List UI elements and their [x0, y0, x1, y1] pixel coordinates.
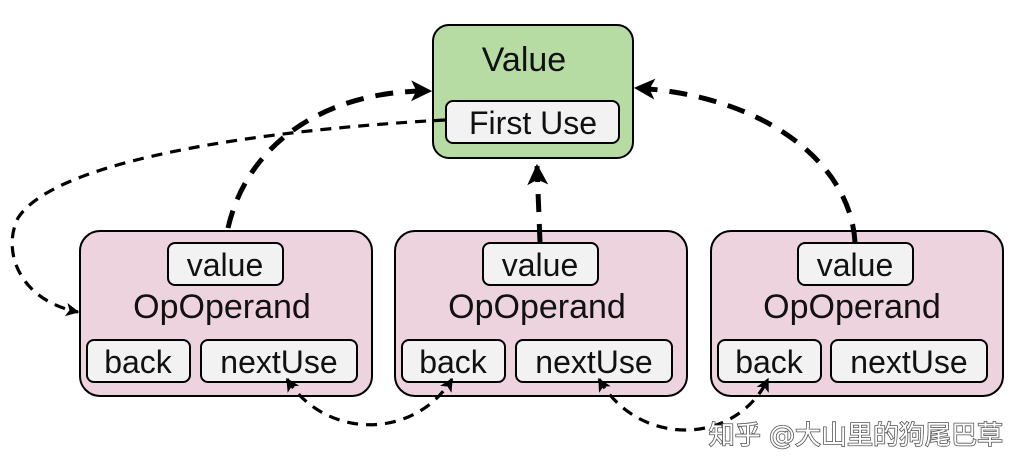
op-operand-node-3: value OpOperand back nextUse — [710, 230, 1004, 397]
arrow-operand1-value-to-value — [225, 80, 433, 229]
arrow-first-use-to-operand1-back — [10, 118, 446, 317]
value-node-title: Value — [482, 41, 566, 79]
back-field-box-2 — [401, 339, 506, 383]
value-field-2: value — [502, 247, 579, 283]
next-use-field-2: nextUse — [535, 344, 652, 380]
back-field-box-3 — [717, 339, 822, 383]
arrow-operand2-next-operand3-back — [597, 377, 770, 432]
value-field-box-3 — [797, 242, 914, 286]
op-operand-title-3: OpOperand — [763, 288, 941, 326]
next-use-field-box-3 — [830, 339, 988, 383]
op-operand-node-1: value OpOperand back nextUse — [79, 230, 373, 397]
next-use-field-box-2 — [515, 339, 673, 383]
next-use-field-box-1 — [200, 339, 358, 383]
back-field-box-1 — [86, 339, 191, 383]
next-use-field-3: nextUse — [850, 344, 967, 380]
next-use-field-1: nextUse — [220, 344, 337, 380]
arrow-operand2-value-to-value — [527, 163, 549, 243]
value-field-1: value — [187, 247, 264, 283]
value-field-3: value — [817, 247, 894, 283]
arrow-operand3-value-to-value — [633, 78, 858, 243]
op-operand-title-1: OpOperand — [133, 288, 311, 326]
first-use-field: First Use — [469, 105, 597, 141]
back-field-3: back — [735, 344, 804, 380]
value-field-box-2 — [482, 242, 599, 286]
back-field-1: back — [104, 344, 173, 380]
value-node: Value First Use — [432, 24, 634, 159]
first-use-field-box — [445, 100, 620, 144]
value-field-box-1 — [167, 242, 284, 286]
op-operand-title-2: OpOperand — [448, 288, 626, 326]
watermark-text: 知乎 @大山里的狗尾巴草 — [709, 421, 1003, 451]
back-field-2: back — [419, 344, 488, 380]
arrow-operand1-next-operand2-back — [285, 377, 454, 427]
op-operand-node-2: value OpOperand back nextUse — [394, 230, 688, 397]
